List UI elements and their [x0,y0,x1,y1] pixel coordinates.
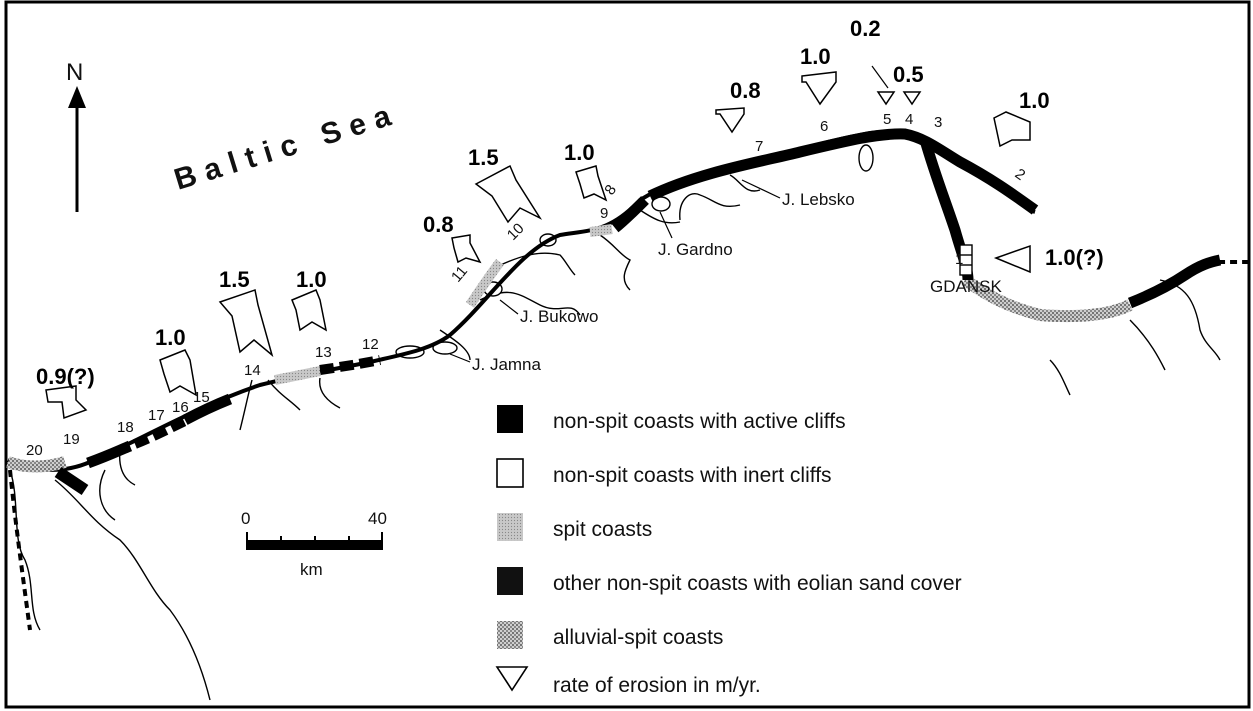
scale-bar: 0 40 km [241,509,387,579]
segment-number: 17 [148,407,165,424]
segment-number: 19 [63,431,80,448]
segment-number: 16 [172,399,189,416]
legend: non-spit coasts with active cliffs non-s… [495,405,962,697]
erosion-rate: 1.5 [468,145,499,170]
spit-coast-segments [274,224,613,385]
erosion-rate: 0.5 [893,62,924,87]
place-gdansk: GDANSK [930,277,1002,296]
dashed-cliff-segments [133,355,381,449]
legend-label: rate of erosion in m/yr. [553,674,761,697]
erosion-arrows [45,65,1031,420]
erosion-rate: 1.0 [564,140,595,165]
erosion-arrow-icon [801,71,837,106]
erosion-rate: 1.5 [219,267,250,292]
segment-number: 5 [883,111,891,128]
erosion-rate: 0.8 [730,78,761,103]
erosion-arrow-icon [902,91,922,106]
inert-cliff-segments [959,244,973,276]
scale-end: 40 [368,509,387,528]
legend-arrow-icon [495,666,529,692]
place-gardno: J. Gardno [658,240,733,259]
erosion-rate: 1.0 [155,325,186,350]
north-arrow: N [66,59,86,212]
erosion-rate: 1.0 [1019,88,1050,113]
erosion-arrow-icon [45,385,88,420]
erosion-rate-labels: 0.9(?) 1.0 1.5 1.0 0.8 1.5 1.0 0.8 1.0 0… [36,16,1104,389]
place-jamna: J. Jamna [472,355,542,374]
erosion-rate: 1.0 [800,44,831,69]
legend-label: other non-spit coasts with eolian sand c… [553,572,962,595]
erosion-arrow-icon [159,349,198,397]
segment-number: 9 [600,205,608,222]
erosion-rate: 0.8 [423,212,454,237]
erosion-arrow-icon [474,164,543,224]
segment-number: 12 [362,336,379,353]
segment-numbers: 1 2 3 4 5 6 7 8 9 10 11 12 13 14 15 16 1… [26,111,1028,459]
place-bukowo: J. Bukowo [520,307,598,326]
segment-number: 20 [26,442,43,459]
segment-number: 1 [955,251,963,268]
erosion-arrow-icon [876,91,896,106]
legend-label: non-spit coasts with active cliffs [553,410,846,433]
rivers [9,174,1221,701]
place-labels: GDANSK J. Lebsko J. Gardno J. Bukowo J. … [449,179,1002,374]
scale-start: 0 [241,509,250,528]
erosion-rate: 1.0(?) [1045,245,1104,270]
erosion-rate: 1.0 [296,267,327,292]
erosion-arrow-icon [993,111,1031,148]
segment-number: 14 [244,362,261,379]
legend-swatch-inert-cliffs [496,458,524,488]
erosion-arrow-icon [575,165,608,202]
legend-swatch-active-cliffs [497,405,523,433]
erosion-arrow-icon [715,107,745,134]
segment-number: 18 [117,419,134,436]
erosion-rate: 0.9(?) [36,364,95,389]
erosion-arrow-icon [993,244,1031,274]
alluvial-spit-segments [6,275,1133,473]
erosion-rate: 0.2 [850,16,881,41]
segment-number: 13 [315,344,332,361]
erosion-arrow-icon [218,289,274,358]
place-lebsko: J. Lebsko [782,190,855,209]
map-frame [4,0,1251,709]
erosion-arrow-icon [451,234,482,264]
legend-swatch-spit [497,513,523,541]
scale-unit: km [300,560,323,579]
segment-number: 7 [755,138,763,155]
legend-label: spit coasts [553,518,652,541]
border-lines [8,260,1250,631]
segment-number: 3 [934,114,942,131]
north-label: N [66,59,83,86]
legend-swatch-alluvial [497,621,523,649]
legend-label: alluvial-spit coasts [553,626,723,649]
segment-number: 4 [905,111,913,128]
legend-label: non-spit coasts with inert cliffs [553,464,832,487]
erosion-arrow-icon [291,289,328,332]
segment-number: 6 [820,118,828,135]
legend-swatch-eolian [497,567,523,595]
segment-number: 15 [193,389,210,406]
